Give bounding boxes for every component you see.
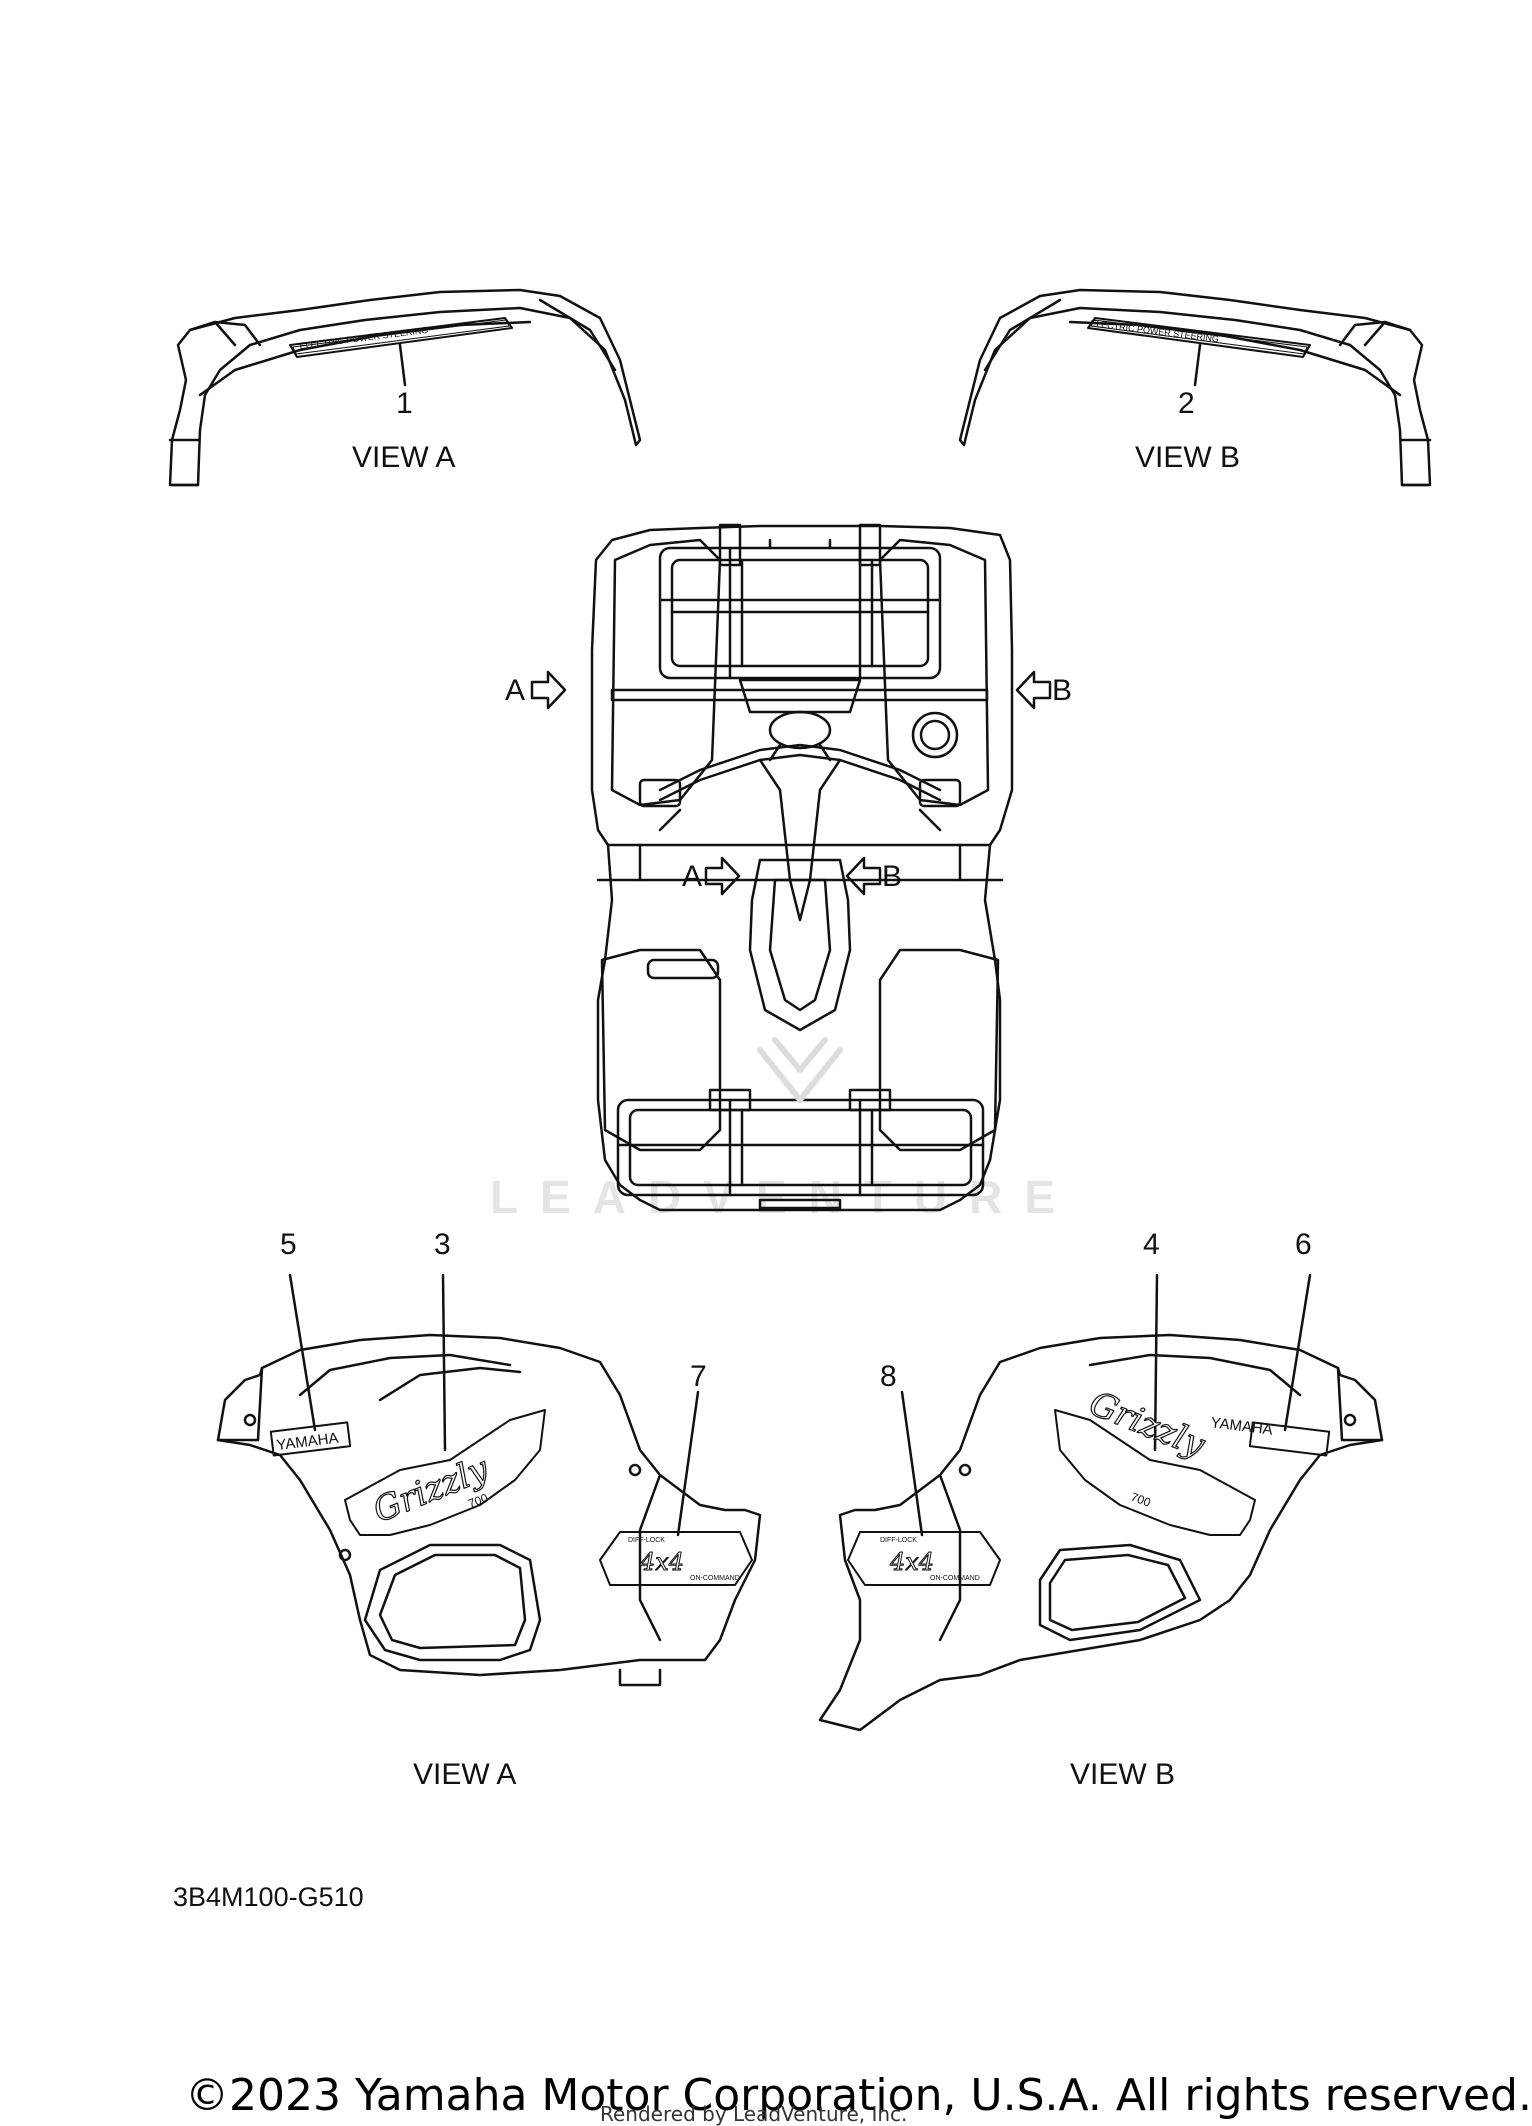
badge-left-bottom: ON-COMMAND — [690, 1575, 740, 1582]
grizzly-decal-right-sub: 700 — [1129, 1490, 1153, 1510]
diagram-code: 3B4M100-G510 — [173, 1882, 364, 1912]
badge-left-text: 4x4 — [639, 1548, 684, 1576]
arrow-label-a-outer: A — [505, 674, 526, 707]
leader-line-7 — [676, 1390, 700, 1537]
grizzly-decal-left-sub: 700 — [466, 1491, 490, 1511]
view-label-top-left: VIEW A — [352, 441, 456, 474]
leader-line-1 — [398, 343, 407, 387]
arrow-label-b-outer: B — [1052, 674, 1073, 707]
view-label-top-right: VIEW B — [1135, 441, 1241, 474]
callout-4: 4 — [1143, 1228, 1160, 1261]
yamaha-decal-left-text: YAMAHA — [276, 1430, 340, 1454]
callout-2: 2 — [1178, 387, 1195, 420]
arrow-b-outer — [1015, 670, 1052, 710]
front-fender-right — [958, 288, 1432, 487]
arrow-label-a-inner: A — [682, 860, 703, 893]
badge-right-bottom: ON-COMMAND — [930, 1575, 980, 1582]
copyright-text: ©2023 Yamaha Motor Corporation, U.S.A. A… — [185, 2070, 1532, 2121]
arrow-b-inner — [845, 856, 882, 896]
atv-top-view — [590, 523, 1014, 1212]
parts-diagram: ELECTRIC POWER STEERING ELECTRIC POWER S… — [168, 288, 1432, 1732]
callout-5: 5 — [280, 1228, 297, 1261]
arrow-a-outer — [530, 670, 567, 710]
rendered-by-text: Rendered by LeadVenture, Inc. — [600, 2102, 908, 2126]
callout-6: 6 — [1295, 1228, 1312, 1261]
leader-line-3 — [441, 1273, 447, 1452]
watermark-text: LEADVENTURE — [490, 1171, 1078, 1223]
callout-8: 8 — [880, 1360, 897, 1393]
arrow-label-b-inner: B — [882, 860, 903, 893]
leader-line-5 — [288, 1273, 317, 1432]
badge-right-top: DIFF-LOCK — [880, 1537, 917, 1544]
grizzly-decal-left-text: Grizzly — [368, 1449, 495, 1531]
yamaha-decal-right-text: YAMAHA — [1210, 1414, 1274, 1438]
badge-right-text: 4x4 — [889, 1548, 934, 1576]
callout-3: 3 — [434, 1228, 451, 1261]
callout-7: 7 — [690, 1360, 707, 1393]
arrow-a-inner — [704, 856, 741, 896]
side-cover-right — [818, 1273, 1384, 1732]
view-label-bottom-right: VIEW B — [1070, 1758, 1176, 1791]
side-cover-left: YAMAHA Grizzly 700 DIFF-LOCK 4x4 ON-COMM… — [216, 1273, 762, 1687]
view-label-bottom-left: VIEW A — [413, 1758, 517, 1791]
callout-1: 1 — [396, 387, 413, 420]
badge-left-top: DIFF-LOCK — [628, 1537, 665, 1544]
grizzly-decal-right-text: Grizzly — [1084, 1383, 1211, 1465]
